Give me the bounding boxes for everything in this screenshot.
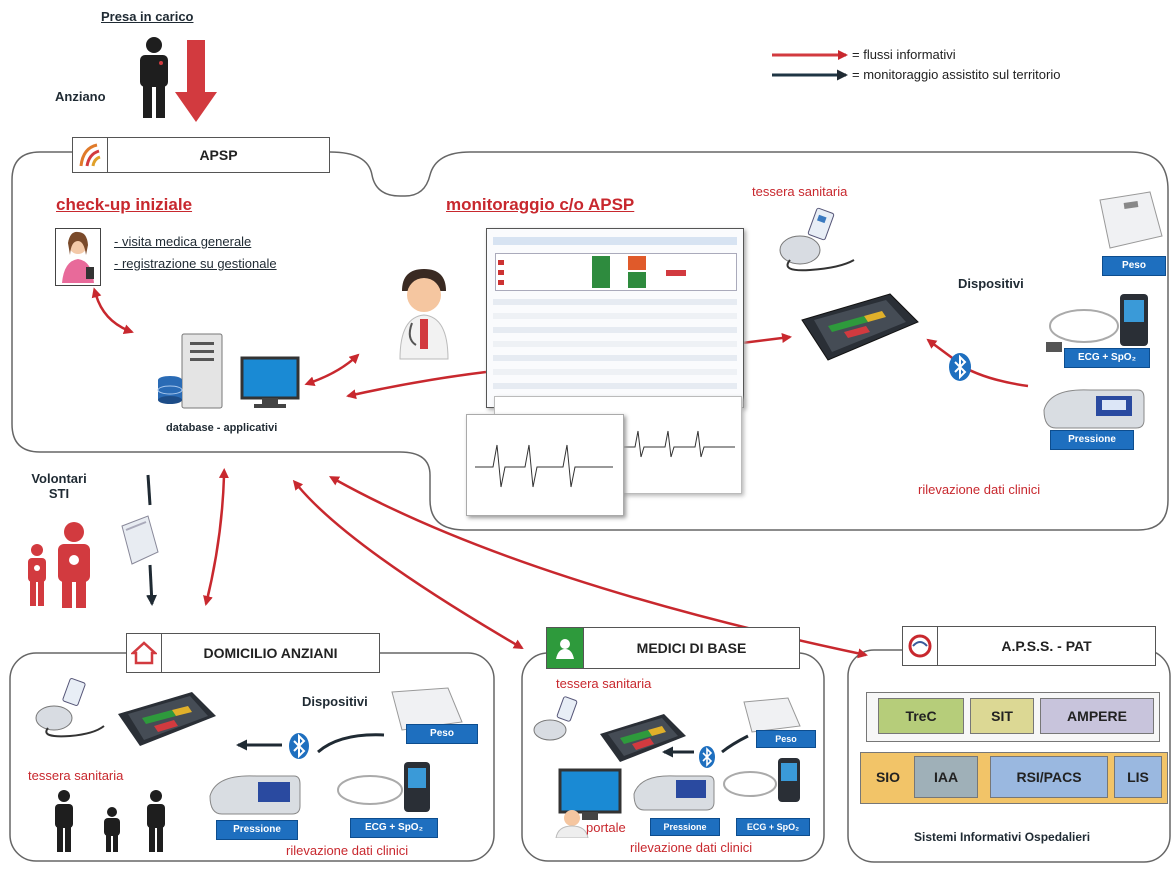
apss-header-label: A.P.S.S. - PAT: [1001, 638, 1092, 654]
domicilio-tessera-label: tessera sanitaria: [28, 768, 124, 783]
apsp-device-ecg: ECG + SpO₂: [1064, 348, 1150, 368]
apsp-header-label: APSP: [199, 147, 238, 163]
card-reader-icon: [779, 207, 855, 272]
apsp-header: APSP: [72, 137, 330, 173]
medici-rilevazione-label: rilevazione dati clinici: [630, 840, 753, 855]
medici-tablet-icon: [600, 714, 686, 762]
apsp-logo-icon: [73, 138, 108, 172]
system-iaa: IAA: [914, 756, 978, 798]
medici-blood-pressure-icon: [633, 775, 715, 811]
person-icon: [140, 37, 168, 118]
legend-red-label: = flussi informativi: [852, 47, 956, 62]
medici-portale-label: portale: [586, 820, 626, 835]
checkup-item-visita: - visita medica generale: [114, 234, 252, 249]
domicilio-dispositivi-label: Dispositivi: [302, 694, 368, 709]
apss-header: A.P.S.S. - PAT: [902, 626, 1156, 666]
database-server-icon: [157, 333, 300, 409]
bluetooth-icon: [949, 353, 971, 381]
medici-bluetooth-icon: [699, 746, 715, 768]
system-sio: SIO: [866, 758, 910, 796]
medici-header: MEDICI DI BASE: [546, 627, 800, 669]
legend-dark-label: = monitoraggio assistito sul territorio: [852, 67, 1061, 82]
doctor-icon: [399, 269, 449, 360]
medici-device-peso: Peso: [756, 730, 816, 748]
medici-header-label: MEDICI DI BASE: [636, 640, 747, 656]
apss-footer: Sistemi Informativi Ospedalieri: [914, 830, 1091, 844]
apsp-dispositivi-label: Dispositivi: [958, 276, 1024, 291]
volontari-label: Volontari STI: [31, 471, 87, 501]
medici-device-pressione: Pressione: [650, 818, 720, 836]
monitoraggio-title: monitoraggio c/o APSP: [446, 195, 635, 214]
domicilio-scale-icon: [391, 687, 463, 731]
scale-icon: [1099, 191, 1163, 249]
medici-card-reader-icon: [533, 696, 578, 741]
tablet-icon: [801, 293, 919, 361]
domicilio-device-peso: Peso: [406, 724, 478, 744]
medici-pc-icon: [555, 768, 622, 838]
domicilio-header-label: DOMICILIO ANZIANI: [203, 645, 338, 661]
medici-tessera-label: tessera sanitaria: [556, 676, 652, 691]
apsp-rilevazione-label: rilevazione dati clinici: [918, 482, 1041, 497]
domicilio-bluetooth-icon: [289, 733, 309, 759]
system-trec: TreC: [878, 698, 964, 734]
blood-pressure-monitor-icon: [1043, 389, 1145, 429]
home-icon: [127, 634, 162, 672]
medici-scale-icon: [743, 697, 801, 733]
medici-ecg-device-icon: [723, 758, 800, 802]
software-screenshot: [486, 228, 744, 408]
apsp-tessera-label: tessera sanitaria: [752, 184, 848, 199]
medici-device-ecg: ECG + SpO₂: [736, 818, 810, 836]
domicilio-ecg-device-icon: [337, 762, 430, 812]
ecg-printout-front: [466, 414, 624, 516]
apsp-device-pressione: Pressione: [1050, 430, 1134, 450]
domicilio-device-pressione: Pressione: [216, 820, 298, 840]
doctor-woman-icon: [55, 228, 101, 286]
domicilio-rilevazione-label: rilevazione dati clinici: [286, 843, 409, 858]
presa-in-carico-arrow: [175, 40, 217, 122]
domicilio-device-ecg: ECG + SpO₂: [350, 818, 438, 838]
checkup-title: check-up iniziale: [56, 195, 193, 214]
apsp-region-outline: [11, 151, 1169, 531]
database-label: database - applicativi: [166, 422, 278, 434]
system-sit: SIT: [970, 698, 1034, 734]
domicilio-card-reader-icon: [35, 678, 105, 738]
system-ampere: AMPERE: [1040, 698, 1154, 734]
apsp-device-peso: Peso: [1102, 256, 1166, 276]
ecg-device-icon: [1046, 294, 1148, 352]
anziano-label: Anziano: [55, 89, 106, 104]
checkup-item-registrazione: - registrazione su gestionale: [114, 256, 277, 271]
domicilio-header: DOMICILIO ANZIANI: [126, 633, 380, 673]
medici-logo-icon: [547, 628, 584, 668]
volunteers-icon: [28, 522, 90, 608]
family-icon: [55, 790, 165, 852]
system-lis: LIS: [1114, 756, 1162, 798]
presa-in-carico-label: Presa in carico: [101, 9, 194, 24]
domicilio-tablet-icon: [118, 692, 216, 746]
apss-logo-icon: [903, 627, 938, 665]
system-rsi-pacs: RSI/PACS: [990, 756, 1108, 798]
portable-kit-icon: [121, 515, 159, 565]
domicilio-blood-pressure-icon: [209, 775, 301, 815]
